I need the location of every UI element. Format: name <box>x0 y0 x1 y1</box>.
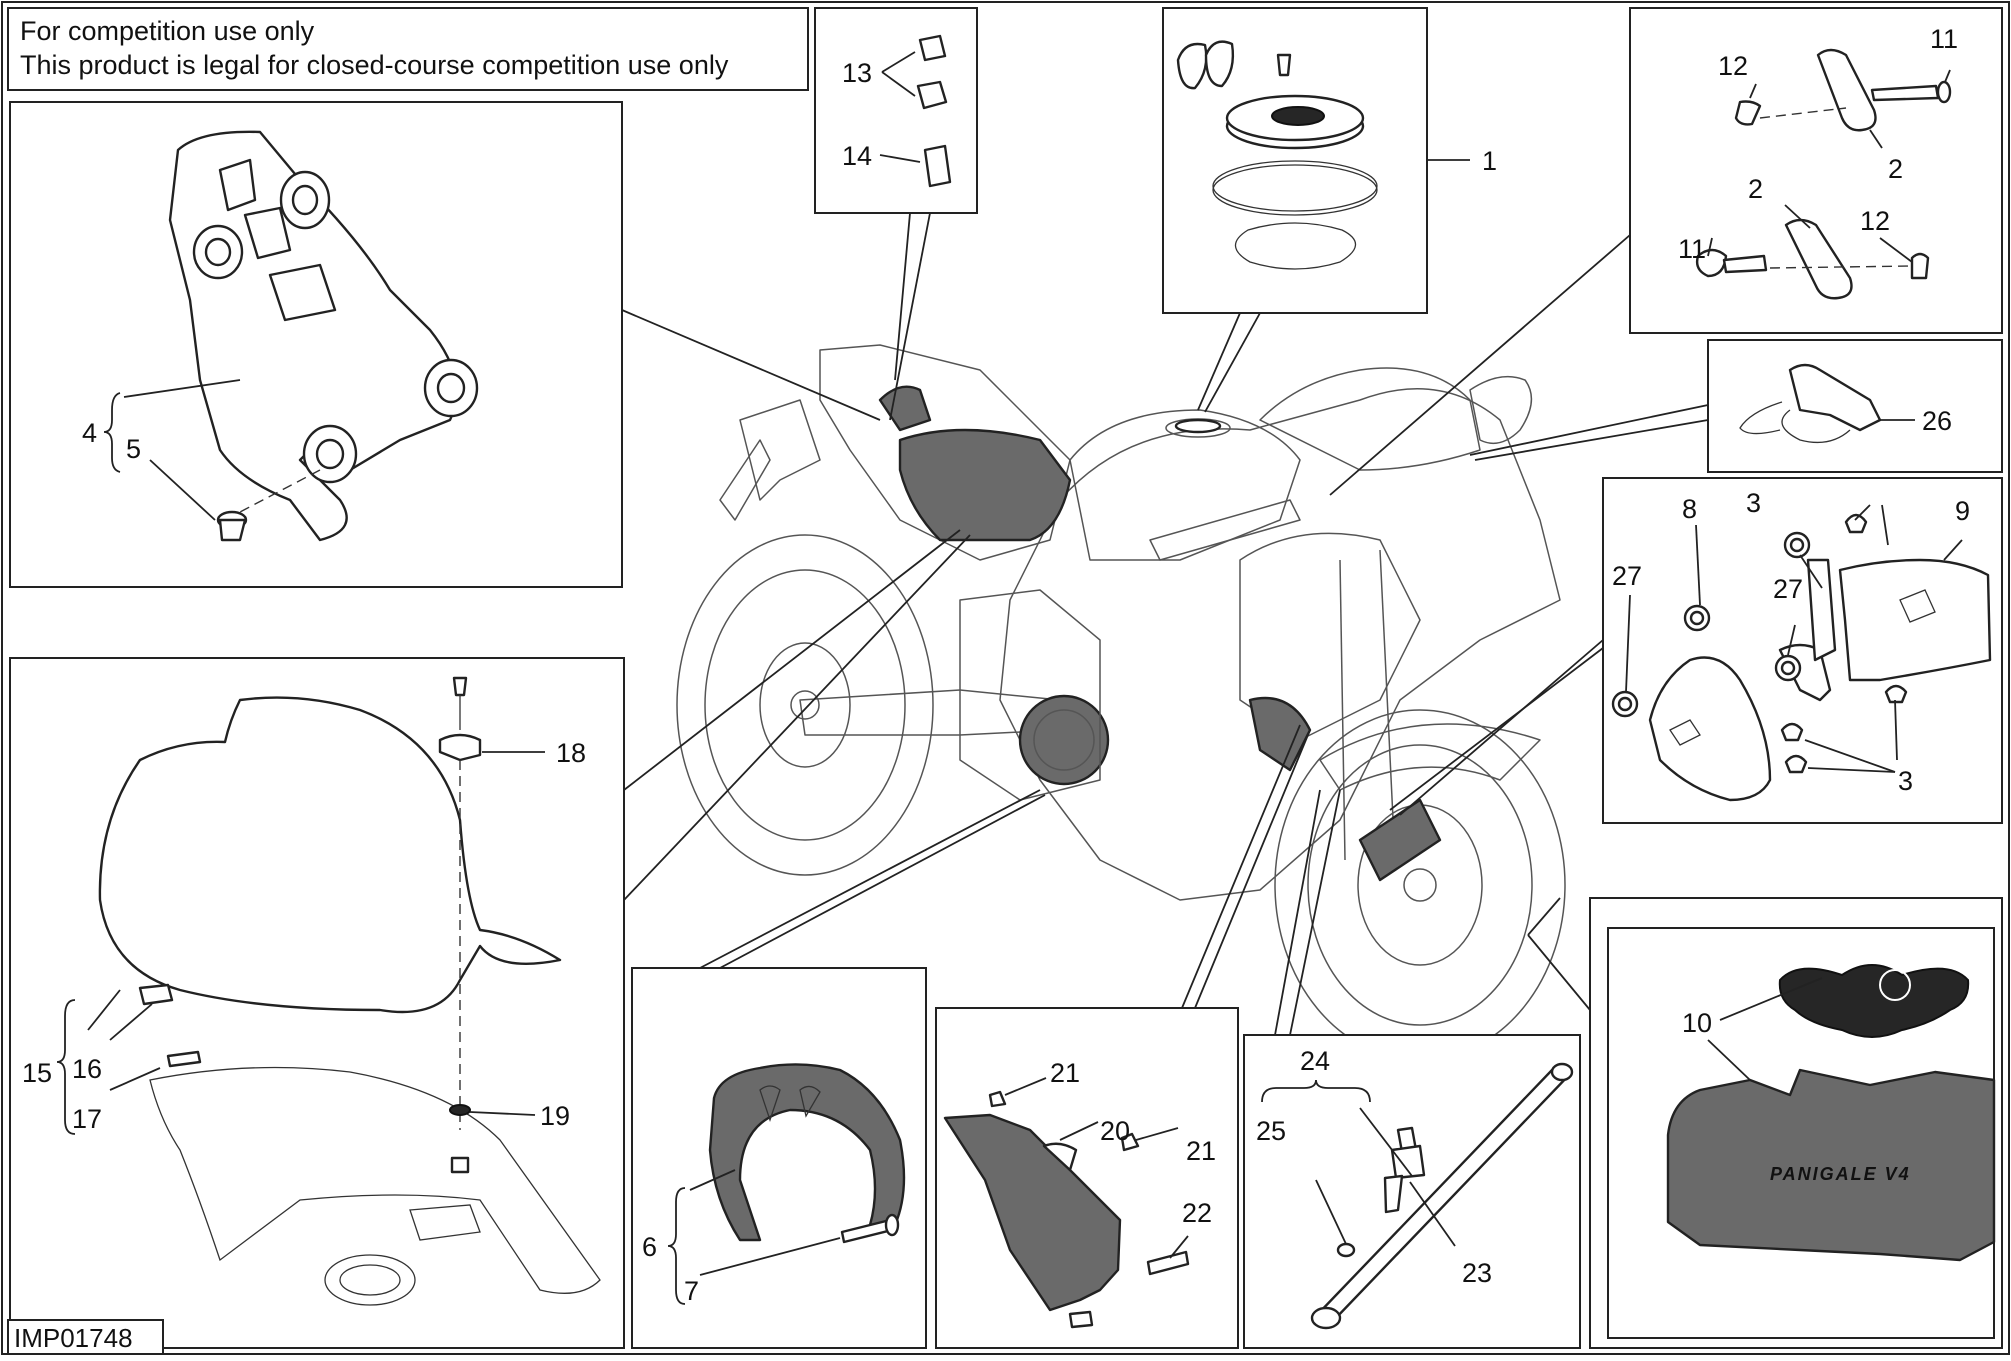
callout-12-top: 12 <box>1718 51 1748 81</box>
callout-26: 26 <box>1922 406 1952 436</box>
callout-23: 23 <box>1462 1258 1492 1288</box>
panel-sprocket-cover: 21 20 21 22 <box>935 724 1311 1349</box>
callout-21-top: 21 <box>1050 1058 1080 1088</box>
callout-11-bottom: 11 <box>1678 234 1706 264</box>
panel-hook: 26 <box>1469 339 2003 473</box>
competition-notice: For competition use only This product is… <box>7 7 809 91</box>
panel-headlight-covers: 3 8 9 27 27 3 3 <box>1389 477 2003 824</box>
motorcycle-illustration <box>676 344 1566 1061</box>
callout-9: 9 <box>1955 496 1970 526</box>
callout-3-bottom: 3 <box>1898 766 1913 796</box>
screw-5 <box>216 510 248 542</box>
callout-12-bottom: 12 <box>1860 206 1890 236</box>
drawing-code: IMP01748 <box>14 1323 133 1353</box>
callout-16: 16 <box>72 1054 102 1084</box>
callout-4: 4 <box>82 418 97 448</box>
panel-tail-undertray: 4 5 <box>9 101 881 588</box>
panel-plates: 11 12 2 2 12 11 <box>1329 7 2003 496</box>
callout-27-right: 27 <box>1773 574 1803 604</box>
callout-21-right: 21 <box>1186 1136 1216 1166</box>
callout-6: 6 <box>642 1232 657 1262</box>
callout-5: 5 <box>126 434 141 464</box>
callout-2-bottom: 2 <box>1748 174 1763 204</box>
callout-10: 10 <box>1682 1008 1712 1038</box>
panel-seat: 18 19 16 17 15 <box>9 529 971 1349</box>
drawing-code-label: IMP01748 <box>7 1319 164 1355</box>
callout-3-top: 3 <box>1746 488 1761 518</box>
callout-24: 24 <box>1300 1046 1330 1076</box>
notice-line-1: For competition use only <box>20 16 315 46</box>
callout-17: 17 <box>72 1104 102 1134</box>
callout-18: 18 <box>556 738 586 768</box>
callout-8: 8 <box>1682 494 1697 524</box>
cover-logo-text: PANIGALE V4 <box>1770 1164 1911 1184</box>
panel-clutch-cover: 6 7 <box>631 789 1046 1349</box>
callout-1: 1 <box>1482 146 1497 176</box>
panel-axle: 24 25 23 <box>1243 789 1581 1349</box>
callout-13: 13 <box>842 58 872 88</box>
panel-caps: 13 14 <box>814 7 978 421</box>
callout-20: 20 <box>1100 1116 1130 1146</box>
notice-line-2: This product is legal for closed-course … <box>20 50 729 80</box>
callout-15: 15 <box>22 1058 52 1088</box>
callout-25: 25 <box>1256 1116 1286 1146</box>
callout-19: 19 <box>540 1101 570 1131</box>
callout-14: 14 <box>842 141 872 171</box>
callout-2-top: 2 <box>1888 154 1903 184</box>
panel-fuel-cap: 1 <box>1162 7 1497 413</box>
callout-7: 7 <box>684 1276 699 1306</box>
callout-27-left: 27 <box>1612 561 1642 591</box>
panel-bike-cover: PANIGALE V4 10 <box>1527 897 2003 1349</box>
callout-11-top: 11 <box>1930 24 1958 54</box>
callout-22: 22 <box>1182 1198 1212 1228</box>
